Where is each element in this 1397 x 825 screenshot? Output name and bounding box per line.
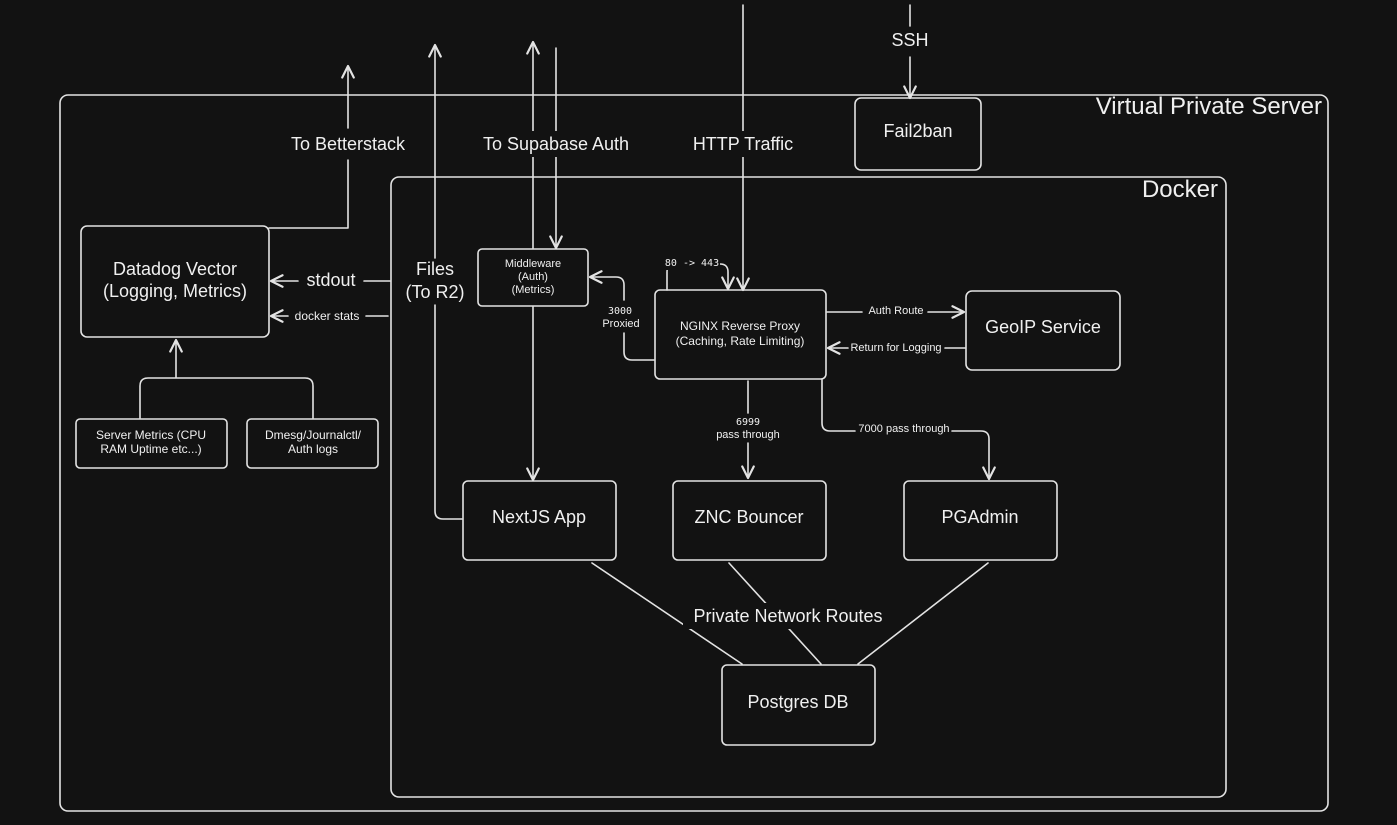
nextjs-node bbox=[462, 480, 617, 561]
middleware-label-line3: (Metrics) bbox=[512, 284, 555, 296]
geoip-label: GeoIP Service bbox=[985, 317, 1101, 337]
pass-7000-label: 7000 pass through bbox=[858, 423, 949, 435]
server-metrics-node bbox=[75, 418, 228, 469]
docker-stats-label: docker stats bbox=[295, 309, 360, 323]
znc-node bbox=[672, 480, 827, 561]
nginx-label-line2: (Caching, Rate Limiting) bbox=[676, 334, 805, 348]
vps-container bbox=[59, 94, 1329, 812]
return-logging-label: Return for Logging bbox=[850, 342, 941, 354]
ssh-label: SSH bbox=[891, 30, 928, 50]
pass-6999-label-line1: 6999 bbox=[736, 417, 760, 428]
redirect-80-443-label-bg bbox=[664, 256, 720, 270]
nginx-label-line1: NGINX Reverse Proxy bbox=[680, 319, 800, 333]
geoip-node bbox=[965, 290, 1121, 371]
dmesg-node bbox=[246, 418, 379, 469]
fail2ban-node bbox=[854, 97, 982, 171]
datadog-vector-label-line1: Datadog Vector bbox=[113, 259, 237, 279]
files-label-line2: (To R2) bbox=[405, 282, 464, 302]
pgadmin-label: PGAdmin bbox=[941, 507, 1018, 527]
http-traffic-label-bg bbox=[684, 131, 804, 157]
postgres-label: Postgres DB bbox=[747, 692, 848, 712]
vps-container-label: Virtual Private Server bbox=[1096, 93, 1322, 120]
pgadmin-postgres-route bbox=[857, 562, 989, 665]
proxied-3000-label-line1: 3000 bbox=[608, 306, 632, 317]
private-network-label: Private Network Routes bbox=[693, 606, 882, 626]
pgadmin-node bbox=[903, 480, 1058, 561]
proxied-3000-label-line2: Proxied bbox=[602, 318, 639, 330]
middleware-label-line1: Middleware bbox=[505, 258, 561, 270]
stdout-label: stdout bbox=[306, 270, 355, 290]
docker-container bbox=[390, 176, 1227, 798]
docker-container-label: Docker bbox=[1142, 176, 1218, 203]
server-metrics-label-line2: RAM Uptime etc...) bbox=[100, 442, 201, 456]
redirect-80-443-label: 80 -> 443 bbox=[665, 258, 719, 269]
pass-7000-arrow bbox=[821, 379, 989, 479]
http-traffic-label: HTTP Traffic bbox=[693, 134, 793, 154]
datadog-vector-label-line2: (Logging, Metrics) bbox=[103, 281, 247, 301]
files-to-r2-arrow bbox=[435, 45, 463, 520]
server-metrics-label-line1: Server Metrics (CPU bbox=[96, 428, 206, 442]
dmesg-label-line2: Auth logs bbox=[288, 442, 338, 456]
to-supabase-label: To Supabase Auth bbox=[483, 134, 629, 154]
to-supabase-label-bg bbox=[472, 131, 640, 157]
znc-label: ZNC Bouncer bbox=[694, 507, 803, 527]
dmesg-label-line1: Dmesg/Journalctl/ bbox=[265, 428, 362, 442]
middleware-label-line2: (Auth) bbox=[518, 271, 548, 283]
proxied-3000-arrow bbox=[590, 277, 655, 361]
nextjs-postgres-route bbox=[591, 562, 743, 665]
metrics-merge-arrow bbox=[139, 340, 314, 419]
postgres-node bbox=[721, 664, 876, 746]
private-network-label-bg bbox=[683, 603, 893, 629]
fail2ban-label: Fail2ban bbox=[883, 121, 952, 141]
auth-route-label: Auth Route bbox=[868, 305, 923, 317]
nginx-node bbox=[654, 289, 827, 380]
nextjs-label: NextJS App bbox=[492, 507, 586, 527]
pass-6999-label-line2: pass through bbox=[716, 429, 780, 441]
files-label-line1: Files bbox=[416, 259, 454, 279]
to-betterstack-label: To Betterstack bbox=[291, 134, 406, 154]
to-betterstack-arrow bbox=[268, 66, 348, 229]
